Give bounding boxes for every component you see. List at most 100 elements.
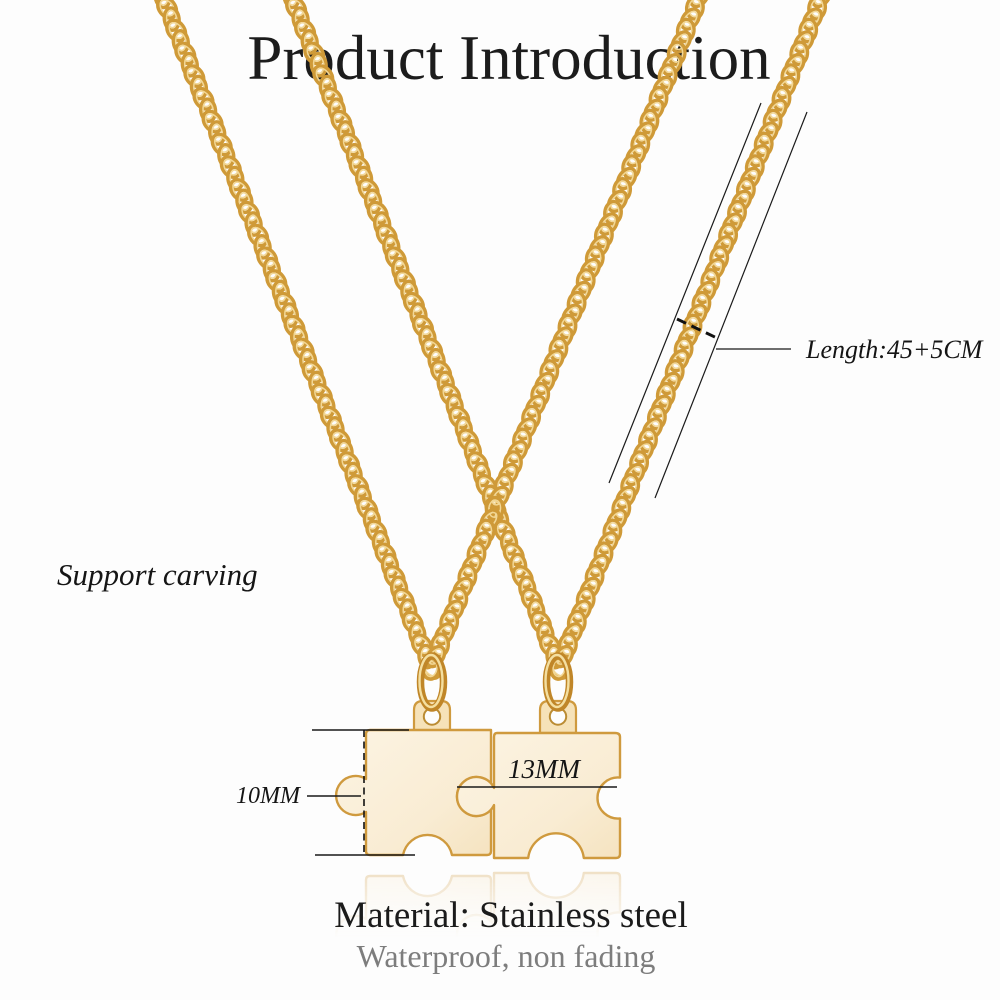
- chain-link: [668, 348, 690, 373]
- chain-link: [757, 121, 779, 145]
- chain-link-highlight: [787, 56, 803, 73]
- chain-link: [606, 189, 629, 214]
- chain-link: [735, 177, 756, 203]
- left-jump-ring-highlight: [418, 653, 444, 709]
- chain-link: [634, 121, 656, 145]
- chain-link: [661, 52, 683, 77]
- chain-link: [612, 177, 633, 203]
- chain-link: [183, 64, 206, 89]
- chain-link: [575, 268, 596, 294]
- chain-link-highlight: [796, 33, 812, 51]
- chain-link-highlight: [183, 55, 196, 75]
- chain-link: [666, 40, 687, 67]
- chain-link: [557, 632, 578, 659]
- chain-link: [648, 85, 669, 112]
- chain-link: [470, 531, 492, 555]
- chain-link: [684, 0, 705, 21]
- pendant-height-annotation: 10MM: [236, 729, 415, 856]
- chain-link-highlight: [588, 567, 602, 587]
- chain-link: [383, 564, 406, 589]
- chain-link: [171, 29, 190, 55]
- chain-link: [384, 246, 407, 271]
- chain-link-highlight: [446, 602, 462, 620]
- chain-link-highlight: [769, 101, 785, 119]
- chain-link: [771, 85, 792, 112]
- chain-link-highlight: [306, 44, 322, 62]
- chain-link-highlight: [297, 22, 313, 39]
- chain-link-highlight: [725, 215, 740, 233]
- durability-label: Waterproof, non fading: [357, 938, 656, 974]
- chain-link-highlight: [193, 78, 205, 97]
- chain-link: [744, 154, 765, 180]
- chain-link: [454, 416, 473, 442]
- chain-link-highlight: [774, 89, 789, 109]
- chain-link: [393, 269, 416, 293]
- chain-link-highlight: [405, 614, 421, 631]
- chain-link: [421, 337, 444, 362]
- chain-link: [457, 428, 480, 453]
- chain-link-highlight: [460, 567, 474, 587]
- chain-link: [282, 0, 301, 10]
- chain-link-highlight: [479, 522, 493, 541]
- chain-link-highlight: [238, 191, 251, 211]
- chain-length-label: Length:45+5CM: [805, 335, 984, 364]
- chain-link: [303, 41, 326, 66]
- chain-link-highlight: [302, 351, 314, 371]
- chain-link-highlight: [195, 90, 212, 108]
- chain-link-highlight: [174, 32, 187, 52]
- chain-link: [739, 166, 762, 191]
- chain-link-highlight: [433, 363, 449, 381]
- chain-link-highlight: [528, 397, 543, 415]
- chain-link: [762, 108, 783, 135]
- chain-link: [629, 450, 650, 476]
- chain-link: [326, 416, 345, 442]
- chain-link-highlight: [570, 294, 584, 314]
- chain-link: [623, 462, 646, 487]
- chain-link-highlight: [739, 180, 753, 200]
- chain-link: [463, 438, 483, 465]
- chain-link-highlight: [496, 522, 513, 540]
- chain-link-highlight: [451, 590, 465, 610]
- chain-link-highlight: [783, 66, 797, 86]
- chain-link: [579, 576, 601, 601]
- chain-link-highlight: [375, 533, 387, 553]
- chain-link: [310, 382, 333, 407]
- chain-link-highlight: [268, 272, 284, 290]
- chain-link-highlight: [455, 580, 471, 597]
- chain-link: [408, 621, 427, 647]
- chain-link: [570, 599, 592, 623]
- chain-link: [300, 29, 319, 55]
- chain-link: [704, 257, 726, 282]
- chain-link-highlight: [442, 613, 456, 632]
- chain-link-highlight: [757, 135, 771, 154]
- length-guide-line-right: [654, 111, 808, 499]
- chain-link: [156, 0, 179, 20]
- chain-link: [620, 473, 641, 499]
- chain-link-highlight: [661, 66, 675, 86]
- chain-link: [219, 155, 242, 180]
- chain-link-highlight: [241, 204, 257, 222]
- chain-link: [189, 74, 209, 101]
- chain-link-highlight: [388, 249, 404, 267]
- chain-link-highlight: [177, 44, 193, 62]
- chain-link-highlight: [295, 340, 312, 358]
- chain-link-highlight: [610, 193, 625, 210]
- chain-link-highlight: [565, 625, 580, 643]
- chain-link: [321, 86, 344, 111]
- chain-link: [338, 451, 361, 476]
- chain-link-highlight: [573, 284, 589, 301]
- chain-link: [439, 382, 462, 407]
- chain-link: [362, 507, 382, 533]
- chain-link-highlight: [342, 135, 359, 153]
- chain-link: [434, 622, 456, 646]
- chain-link-highlight: [506, 545, 522, 563]
- puzzle-piece-right: [455, 731, 622, 860]
- chain-link: [534, 371, 556, 396]
- chain-link: [418, 325, 437, 351]
- chain-link-highlight: [560, 317, 575, 336]
- chain-link-highlight: [439, 374, 452, 393]
- chain-link-highlight: [329, 419, 342, 439]
- chain-link-highlight: [351, 158, 368, 176]
- chain-link-highlight: [542, 362, 556, 382]
- chain-link: [389, 575, 409, 602]
